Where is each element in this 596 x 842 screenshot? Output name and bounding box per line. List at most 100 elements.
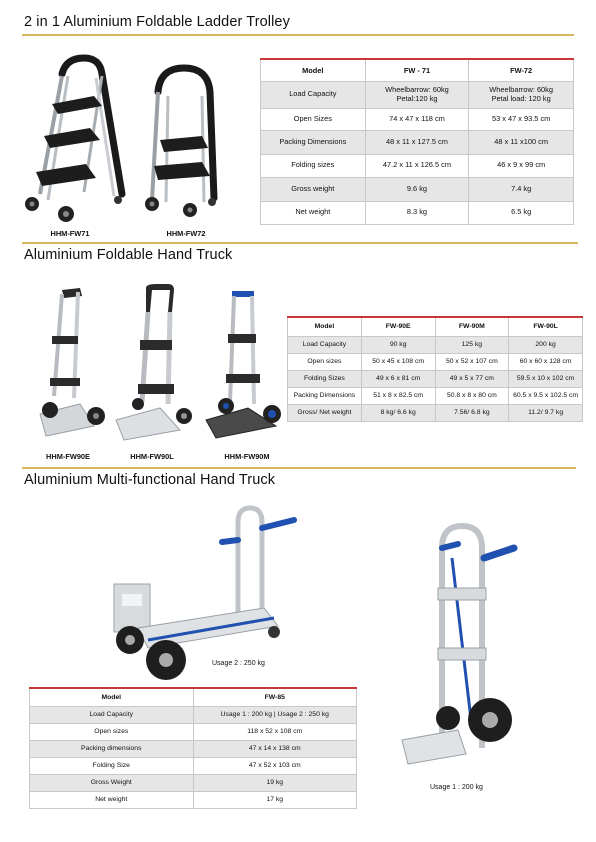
table-cell: 50.8 x 8 x 80 cm xyxy=(434,386,510,405)
table-row: Open sizes 50 x 45 x 108 cm 50 x 52 x 10… xyxy=(287,352,583,371)
row-label: Net weight xyxy=(29,790,194,809)
table-row: Folding sizes 47.2 x 11 x 126.5 cm 46 x … xyxy=(260,153,574,178)
table-header-row: Model FW - 71 FW-72 xyxy=(260,58,574,82)
table-cell: 200 kg xyxy=(508,335,583,354)
table-cell: Wheelbarrow: 60kg Petal load: 120 kg xyxy=(468,80,574,109)
row-label: Load Capacity xyxy=(260,80,366,109)
table-cell: 9.6 kg xyxy=(364,176,470,202)
row-label: Folding Sizes xyxy=(287,369,362,388)
table-cell: 17 kg xyxy=(192,790,358,809)
product-caption-fw90l: HHM-FW90L xyxy=(130,452,174,461)
table-cell: 50 x 52 x 107 cm xyxy=(434,352,510,371)
ladder-trolley-fw71-image xyxy=(25,54,126,222)
table-row: Packing dimensions 47 x 14 x 138 cm xyxy=(29,739,358,758)
table-row: Net weight 8.3 kg 6.5 kg xyxy=(260,200,574,225)
table-row: Gross Weight 19 kg xyxy=(29,773,358,792)
table-row: Load Capacity 90 kg 125 kg 200 kg xyxy=(287,335,583,354)
table-cell: 118 x 52 x 108 cm xyxy=(192,722,358,741)
table-header-cell: FW-90L xyxy=(508,316,583,337)
table-row: Folding Sizes 49 x 6 x 81 cm 49 x 5 x 77… xyxy=(287,369,583,388)
table-cell: 19 kg xyxy=(192,773,358,792)
table-row: Load Capacity Usage 1 : 200 kg | Usage 2… xyxy=(29,705,358,724)
row-label: Net weight xyxy=(260,200,366,225)
table-cell: 47 x 52 x 103 cm xyxy=(192,756,358,775)
table-row: Packing Dimensions 51 x 8 x 82.5 cm 50.8… xyxy=(287,386,583,405)
section-divider xyxy=(22,467,576,469)
hand-truck-fw90e-image xyxy=(39,288,105,437)
table-header-row: Model FW-90E FW-90M FW-90L xyxy=(287,316,583,337)
table-cell: 90 kg xyxy=(360,335,436,354)
multi-spec-table: Model FW-85 Load Capacity Usage 1 : 200 … xyxy=(29,687,358,809)
table-cell: 7.4 kg xyxy=(468,176,574,202)
cell-line: Wheelbarrow: 60kg Petal load: 120 kg xyxy=(489,84,553,103)
row-label: Load Capacity xyxy=(287,335,362,354)
table-cell: 49 x 5 x 77 cm xyxy=(434,369,510,388)
table-cell: 50 x 45 x 108 cm xyxy=(360,352,436,371)
row-label: Load Capacity xyxy=(29,705,194,724)
table-cell: Wheelbarrow: 60kg Petal:120 kg xyxy=(364,80,470,109)
table-cell: Usage 1 : 200 kg | Usage 2 : 250 kg xyxy=(192,705,358,724)
table-cell: 46 x 9 x 99 cm xyxy=(468,153,574,178)
ladder-spec-table: Model FW - 71 FW-72 Load Capacity Wheelb… xyxy=(260,58,574,225)
table-cell: 11.2/ 9.7 kg xyxy=(508,403,583,422)
table-row: Open Sizes 74 x 47 x 118 cm 53 x 47 x 93… xyxy=(260,107,574,131)
table-header-cell: FW-85 xyxy=(192,687,358,707)
row-label: Gross weight xyxy=(260,176,366,202)
table-row: Gross/ Net weight 8 kg/ 6.6 kg 7.56/ 6.8… xyxy=(287,403,583,422)
usage2-label: Usage 2 : 250 kg xyxy=(212,660,265,667)
table-cell: 8 kg/ 6.6 kg xyxy=(360,403,436,422)
product-caption-fw72: HHM-FW72 xyxy=(166,229,206,238)
section-title-multi: Aluminium Multi-functional Hand Truck xyxy=(24,472,276,488)
table-cell: 60.5 x 9.5 x 102.5 cm xyxy=(508,386,583,405)
section-title-handtruck: Aluminium Foldable Hand Truck xyxy=(24,247,233,263)
row-label: Open sizes xyxy=(29,722,194,741)
table-header-cell: Model xyxy=(287,316,362,337)
product-caption-fw90e: HHM-FW90E xyxy=(46,452,90,461)
table-cell: 6.5 kg xyxy=(468,200,574,225)
table-header-cell: Model xyxy=(260,58,366,82)
table-cell: 47.2 x 11 x 126.5 cm xyxy=(364,153,470,178)
table-cell: 47 x 14 x 138 cm xyxy=(192,739,358,758)
row-label: Open sizes xyxy=(287,352,362,371)
table-header-cell: FW-72 xyxy=(468,58,574,82)
table-header-cell: Model xyxy=(29,687,194,707)
section-divider xyxy=(22,34,574,36)
row-label: Packing Dimensions xyxy=(260,129,366,155)
table-row: Packing Dimensions 48 x 11 x 127.5 cm 48… xyxy=(260,129,574,155)
table-cell: 125 kg xyxy=(434,335,510,354)
section-title-ladder: 2 in 1 Aluminium Foldable Ladder Trolley xyxy=(24,14,290,30)
row-label: Folding sizes xyxy=(260,153,366,178)
table-row: Gross weight 9.6 kg 7.4 kg xyxy=(260,176,574,202)
table-row: Load Capacity Wheelbarrow: 60kg Petal:12… xyxy=(260,80,574,109)
table-cell: 49 x 6 x 81 cm xyxy=(360,369,436,388)
table-header-row: Model FW-85 xyxy=(29,687,358,707)
row-label: Folding Size xyxy=(29,756,194,775)
table-row: Folding Size 47 x 52 x 103 cm xyxy=(29,756,358,775)
product-caption-fw71: HHM-FW71 xyxy=(50,229,90,238)
cell-line: Wheelbarrow: 60kg Petal:120 kg xyxy=(385,84,449,103)
row-label: Packing Dimensions xyxy=(287,386,362,405)
table-cell: 59.5 x 10 x 102 cm xyxy=(508,369,583,388)
multi-truck-usage1-image xyxy=(401,522,518,765)
row-label: Open Sizes xyxy=(260,107,366,131)
row-label: Gross/ Net weight xyxy=(287,403,362,422)
table-header-cell: FW - 71 xyxy=(364,58,470,82)
table-header-cell: FW-90M xyxy=(434,316,510,337)
multi-truck-usage2-image xyxy=(113,505,297,680)
table-cell: 8.3 kg xyxy=(364,200,470,225)
table-cell: 53 x 47 x 93.5 cm xyxy=(468,107,574,131)
row-label: Gross Weight xyxy=(29,773,194,792)
table-cell: 51 x 8 x 82.5 cm xyxy=(360,386,436,405)
table-header-cell: FW-90E xyxy=(360,316,436,337)
table-cell: 48 x 11 x 127.5 cm xyxy=(364,129,470,155)
table-row: Net weight 17 kg xyxy=(29,790,358,809)
table-row: Open sizes 118 x 52 x 108 cm xyxy=(29,722,358,741)
table-cell: 74 x 47 x 118 cm xyxy=(364,107,470,131)
ladder-trolley-fw72-image xyxy=(145,64,218,217)
handtruck-spec-table: Model FW-90E FW-90M FW-90L Load Capacity… xyxy=(287,316,583,422)
row-label: Packing dimensions xyxy=(29,739,194,758)
section-divider xyxy=(22,242,578,244)
usage1-label: Usage 1 : 200 kg xyxy=(430,784,483,791)
hand-truck-fw90l-image xyxy=(115,284,192,441)
table-cell: 60 x 60 x 128 cm xyxy=(508,352,583,371)
